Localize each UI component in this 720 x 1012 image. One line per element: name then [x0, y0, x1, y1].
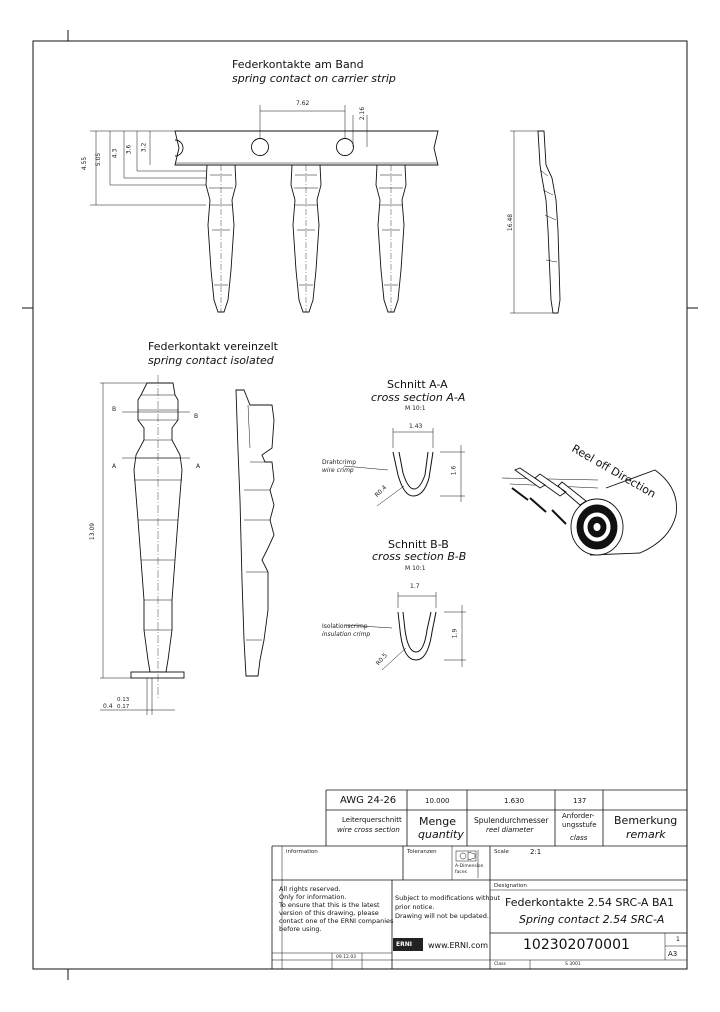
- table-h-qty-de: Menge: [419, 815, 456, 828]
- dim-sb-h: 1.9: [451, 628, 459, 639]
- table-grid: [271, 789, 687, 969]
- table-h-remark-de: Bemerkung: [614, 814, 678, 827]
- section-a-label-de: Drahtcrimp: [322, 459, 357, 466]
- table-reel-d: 1.630: [504, 797, 525, 805]
- mark-a-right: A: [196, 463, 201, 470]
- dim-iso-len: 13.09: [89, 522, 97, 541]
- section-b-shape: [344, 592, 466, 671]
- dim-sa-h: 1.6: [450, 465, 458, 476]
- section-b-label-en: insulation crimp: [322, 631, 371, 638]
- tb-tolerance: Toleranzen: [407, 849, 437, 855]
- section-a-label-en: wire crimp: [322, 467, 354, 474]
- isolated-front-view: [100, 375, 190, 715]
- strip-title-en: spring contact on carrier strip: [232, 72, 396, 85]
- isolated-side-view: [235, 389, 275, 677]
- mark-b-left: B: [112, 406, 117, 413]
- dim-h2: 5.05: [95, 152, 103, 167]
- dim-w3: 0.17: [117, 704, 130, 710]
- tb-dimension: A-Dimension faces: [455, 864, 484, 875]
- section-a-title-de: Schnitt A-A: [387, 378, 448, 391]
- erni-logo-box: [393, 938, 423, 951]
- tb-logo: ERNI: [396, 941, 412, 948]
- table-h-wire-en: wire cross section: [337, 826, 400, 834]
- carrier-strip-view: [90, 105, 439, 313]
- tb-scale-label: Scale: [494, 849, 509, 855]
- table-h-reel-en: reel diameter: [486, 826, 534, 834]
- mark-b-right: B: [194, 413, 199, 420]
- section-b-title-en: cross section B-B: [372, 550, 467, 563]
- tb-sheet: 1: [676, 936, 680, 943]
- dim-w1: 0.4: [103, 703, 113, 710]
- dim-h3: 4.3: [111, 148, 119, 159]
- tb-modify: Subject to modifications without prior n…: [395, 894, 501, 920]
- table-awg: AWG 24-26: [340, 795, 397, 806]
- table-class: 137: [573, 797, 587, 805]
- tb-url: www.ERNI.com: [428, 941, 489, 950]
- dim-hole: 2.16: [359, 106, 367, 121]
- table-h-class-en: class: [570, 834, 588, 842]
- isolated-title-de: Federkontakt vereinzelt: [148, 340, 278, 353]
- section-b-scale: M 10:1: [405, 565, 426, 572]
- tb-title-en: Spring contact 2.54 SRC-A: [519, 913, 665, 926]
- reel-illustration: [501, 467, 677, 556]
- section-a-title-en: cross section A-A: [371, 391, 466, 404]
- dim-sa-w: 1.43: [409, 423, 423, 430]
- section-b-label-de: Isolationscrimp: [322, 623, 368, 630]
- table-h-reel-de: Spulendurchmesser: [474, 816, 549, 825]
- strip-title-de: Federkontakte am Band: [232, 58, 364, 71]
- dim-side-len: 16.48: [507, 213, 515, 232]
- dim-h1: 4.55: [81, 156, 89, 171]
- tb-title-de: Federkontakte 2.54 SRC-A BA1: [505, 896, 675, 909]
- drawing-border: [32, 40, 688, 970]
- dim-pitch: 7.62: [296, 100, 310, 107]
- table-h-class-de: Anforder- ungsstufe: [562, 812, 597, 829]
- tb-scale: 2:1: [530, 848, 542, 856]
- tb-information: information: [286, 849, 318, 855]
- tb-designation-label: Designation: [494, 883, 527, 889]
- isolated-title-en: spring contact isolated: [148, 354, 274, 367]
- tb-class-label: Class: [494, 962, 506, 967]
- projection-symbol: [455, 850, 479, 878]
- tb-class-val: S 3001: [565, 962, 581, 967]
- mark-a-left: A: [112, 463, 117, 470]
- section-b-title-de: Schnitt B-B: [388, 538, 449, 551]
- section-a-scale: M 10:1: [405, 405, 426, 412]
- table-h-qty-en: quantity: [418, 828, 464, 841]
- tb-date: 09.12.03: [336, 955, 357, 960]
- strip-side-view: [510, 130, 561, 314]
- dim-h5: 3.2: [140, 142, 148, 153]
- tb-rights: All rights reserved. Only for informatio…: [279, 885, 394, 933]
- tb-part-no: 102302070001: [523, 937, 630, 953]
- table-h-wire-de: Leiterquerschnitt: [342, 816, 402, 824]
- section-a-shape: [343, 428, 465, 507]
- table-qty: 10.000: [425, 797, 450, 805]
- dim-sb-w: 1.7: [410, 583, 420, 590]
- table-h-remark-en: remark: [626, 828, 666, 841]
- dim-h4: 3.6: [125, 144, 133, 155]
- tb-size: A3: [668, 950, 678, 958]
- dim-w2: 0.13: [117, 697, 130, 703]
